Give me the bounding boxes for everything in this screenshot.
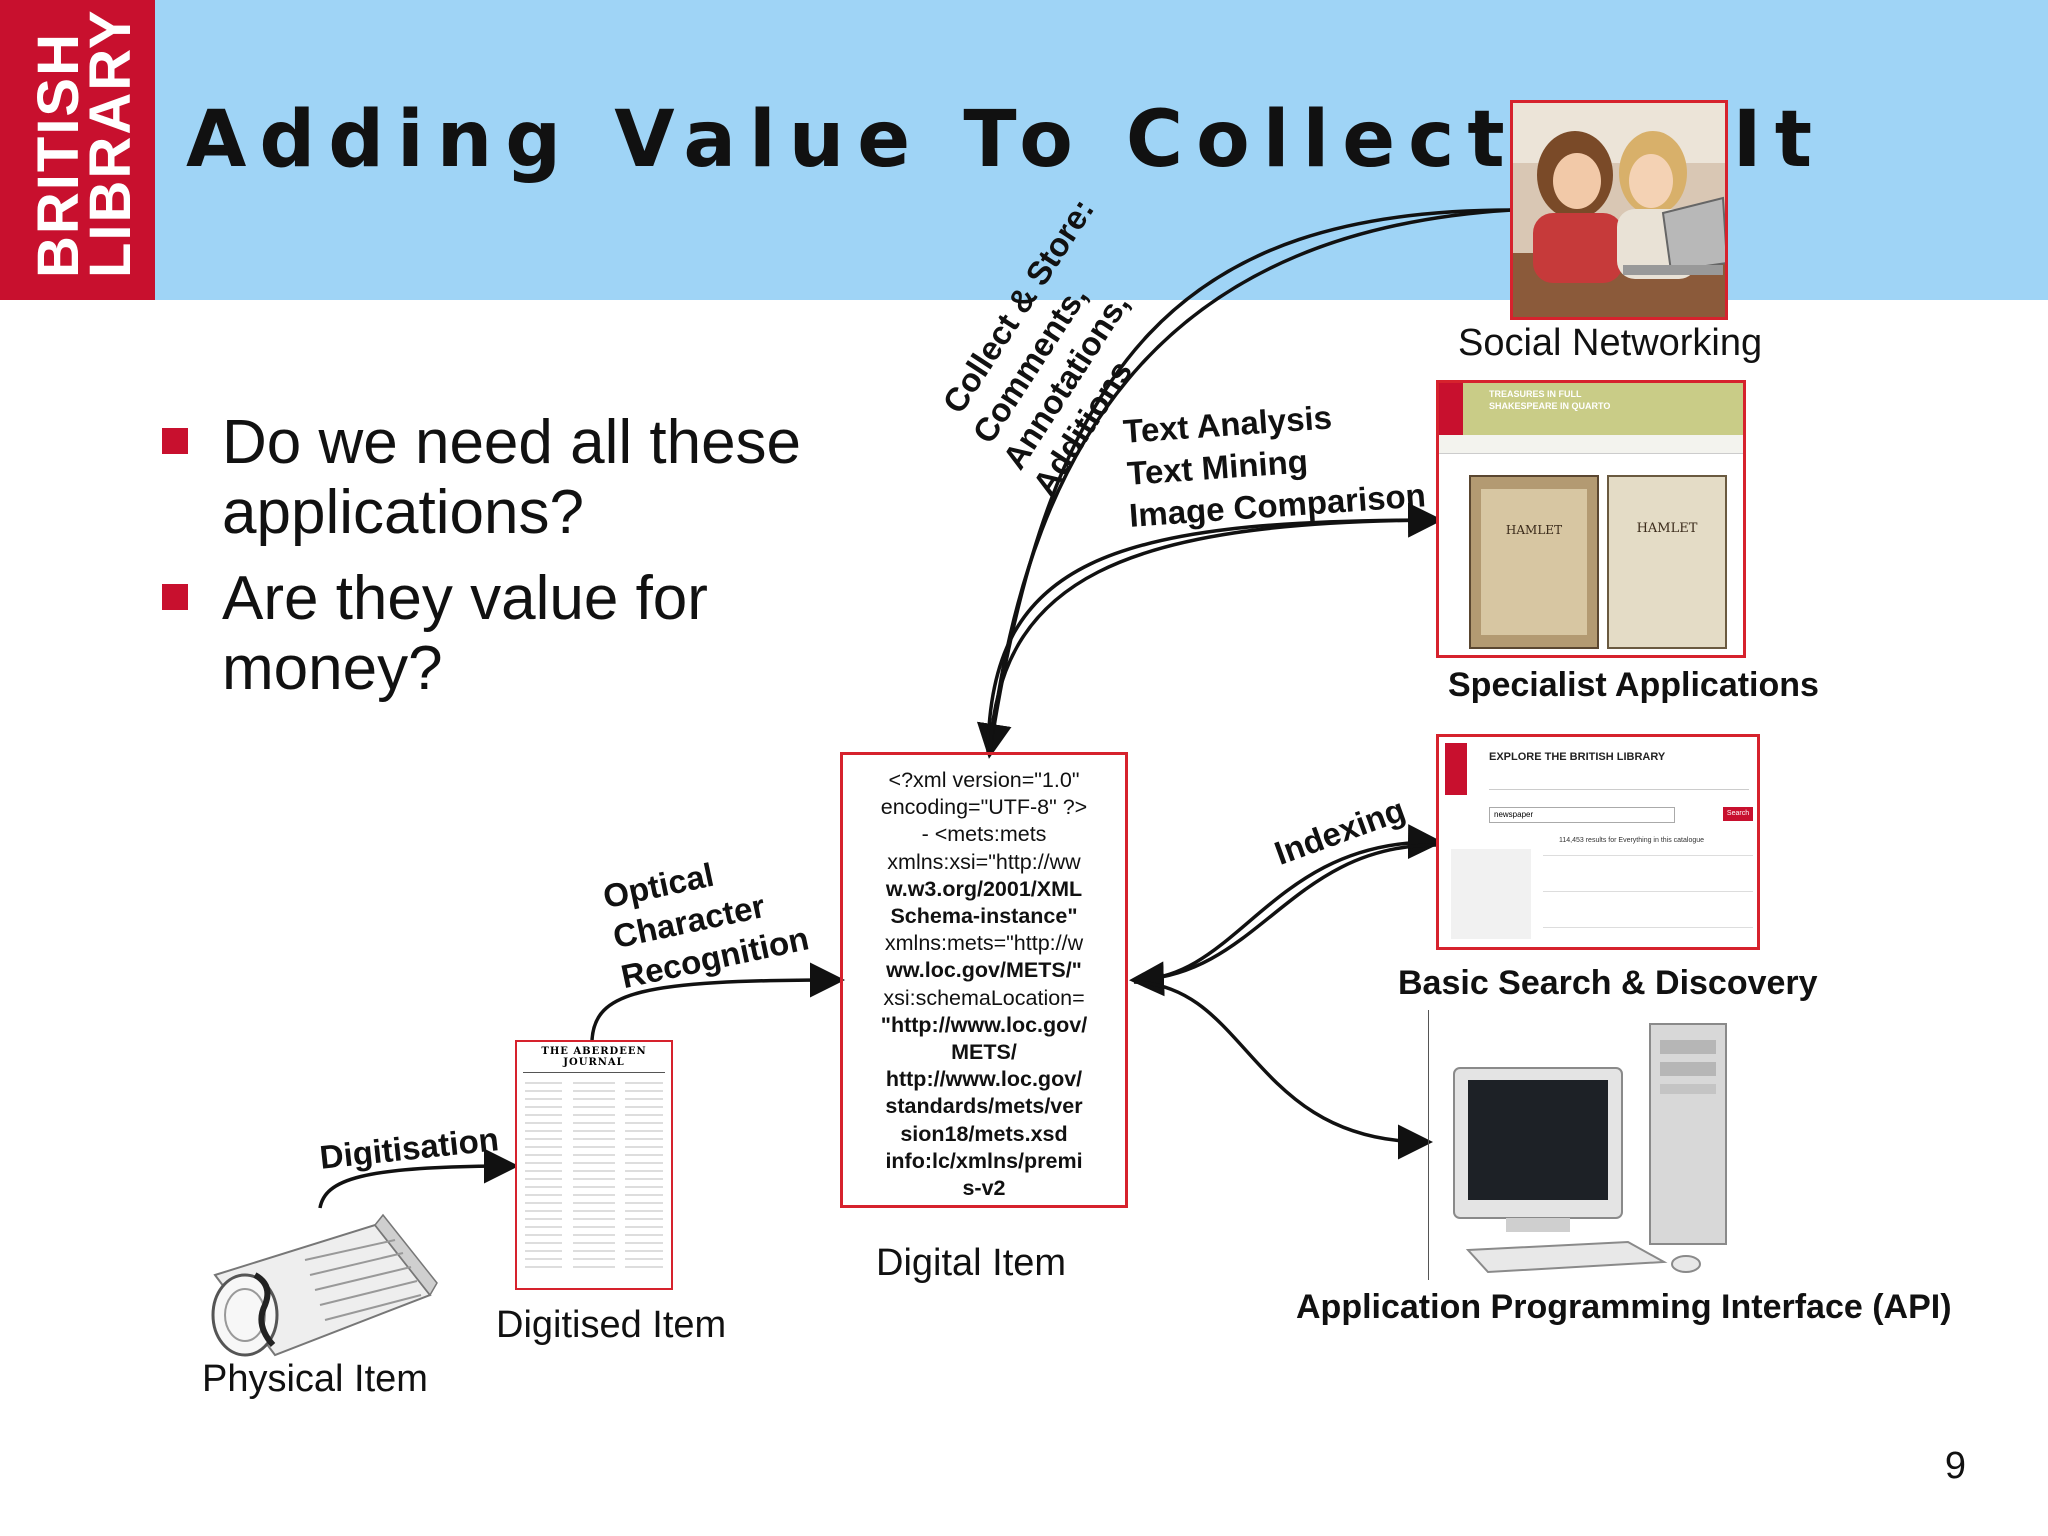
caption-specialist-applications: Specialist Applications — [1448, 666, 1819, 704]
newspaper-columns — [525, 1082, 663, 1268]
arrow-specialist-to-digital — [986, 518, 1436, 753]
specialist-subheader: SHAKESPEARE IN QUARTO — [1489, 401, 1611, 411]
xml-line: standards/mets/ver — [885, 1094, 1083, 1119]
desktop-computer-icon — [1428, 1010, 1727, 1280]
xml-line: xsi:schemaLocation= — [883, 985, 1085, 1010]
search-screen-header: EXPLORE THE BRITISH LIBRARY — [1489, 751, 1666, 763]
arrow-api — [1133, 980, 1433, 1160]
arrow-text-analysis — [988, 502, 1443, 751]
rolled-newspaper-icon — [211, 1213, 438, 1357]
xml-line: <?xml version="1.0" — [888, 768, 1080, 792]
caption-api: Application Programming Interface (API) — [1296, 1288, 1952, 1326]
caption-digital-item: Digital Item — [876, 1242, 1067, 1284]
caption-basic-search: Basic Search & Discovery — [1398, 964, 1818, 1002]
caption-social-networking: Social Networking — [1458, 322, 1763, 364]
xml-line: xmlns:xsi="http://ww — [887, 849, 1081, 874]
girls-with-laptop-icon — [1513, 103, 1725, 317]
specialist-app-screenshot: TREASURES IN FULL SHAKESPEARE IN QUARTO … — [1436, 380, 1746, 658]
xml-line: - <mets:mets — [921, 822, 1047, 847]
xml-metadata-box: <?xml version="1.0" encoding="UTF-8" ?> … — [840, 752, 1128, 1208]
bullet-marker-2 — [162, 584, 188, 610]
xml-line: w.w3.org/2001/XML — [885, 876, 1083, 901]
arrow-ocr — [590, 962, 845, 1041]
xml-line: ww.loc.gov/METS/" — [886, 958, 1082, 983]
caption-physical-item: Physical Item — [202, 1358, 428, 1400]
book-title-right: HAMLET — [1636, 521, 1698, 536]
social-networking-photo — [1510, 100, 1728, 320]
page-number: 9 — [1944, 1445, 1966, 1487]
xml-line: s-v2 — [962, 1176, 1006, 1201]
search-button[interactable]: Search — [1723, 807, 1753, 821]
british-library-logo: BRITISH LIBRARY — [0, 0, 155, 300]
xml-line: http://www.loc.gov/ — [885, 1067, 1083, 1092]
specialist-header: TREASURES IN FULL — [1489, 389, 1582, 399]
arrow-search-to-digital — [1129, 843, 1437, 997]
bullet-marker-1 — [162, 428, 188, 454]
xml-line: xmlns:mets="http://w — [884, 931, 1084, 956]
bullet-text-2: Are they value for money? — [222, 564, 708, 703]
book-title-left: HAMLET — [1505, 523, 1563, 537]
bullet-text-1: Do we need all these applications? — [222, 408, 802, 547]
xml-line: "http://www.loc.gov/ — [880, 1012, 1088, 1037]
search-result-count: 114,453 results for Everything in this c… — [1559, 837, 1705, 844]
xml-line: sion18/mets.xsd — [900, 1121, 1068, 1146]
search-discovery-screenshot: EXPLORE THE BRITISH LIBRARY newspaper Se… — [1436, 734, 1760, 950]
search-query-field[interactable]: newspaper — [1489, 807, 1675, 823]
xml-line: Schema-instance" — [890, 904, 1078, 929]
digitised-newspaper-page: THE ABERDEEN JOURNAL — [515, 1040, 673, 1290]
arrow-social-to-digital — [988, 208, 1513, 753]
xml-line: info:lc/xmlns/premi — [885, 1148, 1083, 1173]
arrow-digitisation — [318, 1148, 519, 1209]
xml-line: METS/ — [951, 1040, 1017, 1065]
newspaper-masthead: THE ABERDEEN JOURNAL — [541, 1046, 647, 1068]
xml-line: encoding="UTF-8" ?> — [880, 795, 1088, 820]
caption-digitised-item: Digitised Item — [496, 1304, 727, 1346]
